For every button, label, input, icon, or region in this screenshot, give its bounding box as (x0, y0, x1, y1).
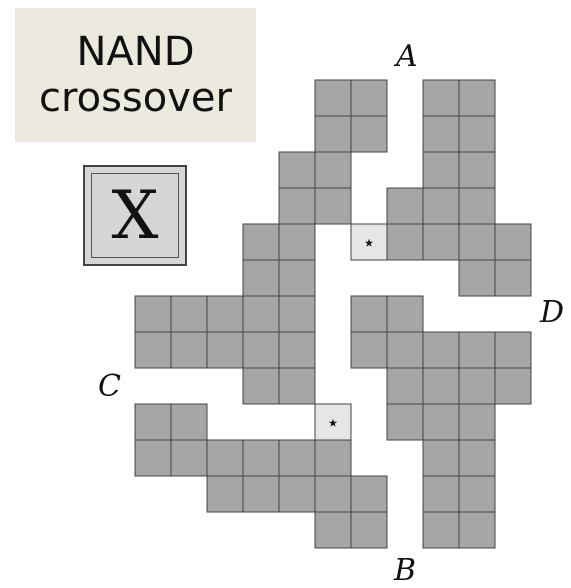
grid-cell (278, 223, 316, 261)
grid-cell (458, 115, 496, 153)
crossover-tile-icon: X (83, 165, 187, 266)
grid-cell (422, 475, 460, 513)
grid-cell (278, 259, 316, 297)
grid-cell (278, 367, 316, 405)
grid-cell (278, 439, 316, 477)
grid-cell (278, 331, 316, 369)
grid-cell (170, 295, 208, 333)
grid-cell (458, 439, 496, 477)
grid-cell (494, 331, 532, 369)
grid-cell (386, 403, 424, 441)
grid-cell (422, 79, 460, 117)
grid-cell (350, 79, 388, 117)
grid-cell (422, 367, 460, 405)
grid-cells: ⋆⋆ (134, 79, 532, 549)
grid-cell (314, 439, 352, 477)
grid-cell (314, 115, 352, 153)
grid-cell (278, 151, 316, 189)
grid-cell (314, 187, 352, 225)
grid-cell (242, 331, 280, 369)
grid-cell (422, 115, 460, 153)
grid-cell (278, 295, 316, 333)
grid-cell (458, 187, 496, 225)
grid-cell (206, 475, 244, 513)
grid-cell (386, 187, 424, 225)
grid-cell (278, 187, 316, 225)
grid-cell (422, 439, 460, 477)
grid-cell (422, 187, 460, 225)
star-cell (350, 223, 388, 261)
grid-cell (458, 259, 496, 297)
port-label-b: B (394, 553, 417, 588)
grid-cell (386, 331, 424, 369)
grid-cell (422, 511, 460, 549)
grid-cell (314, 475, 352, 513)
grid-cell (422, 331, 460, 369)
grid-cell (350, 115, 388, 153)
grid-cell (458, 331, 496, 369)
grid-cell (350, 295, 388, 333)
grid-cell (458, 475, 496, 513)
grid-cell (134, 403, 172, 441)
grid-cell (422, 151, 460, 189)
title-line-1: NAND (76, 29, 195, 75)
grid-cell (170, 439, 208, 477)
port-label-c: C (98, 369, 121, 404)
title-box: NAND crossover (15, 8, 256, 142)
grid-cell (278, 475, 316, 513)
grid-cell (422, 223, 460, 261)
grid-cell (206, 331, 244, 369)
grid-cell (134, 331, 172, 369)
grid-cell (314, 511, 352, 549)
grid-cell (242, 475, 280, 513)
grid-cell (422, 403, 460, 441)
grid-cell (134, 295, 172, 333)
grid-cell (494, 223, 532, 261)
title-line-2: crossover (39, 75, 232, 121)
grid-cell (170, 331, 208, 369)
grid-cell (170, 403, 208, 441)
grid-cell (242, 295, 280, 333)
grid-cell (494, 367, 532, 405)
grid-cell (242, 223, 280, 261)
grid-cell (458, 511, 496, 549)
grid-cell (314, 151, 352, 189)
grid-cell (458, 151, 496, 189)
grid-cell (134, 439, 172, 477)
grid-cell (386, 367, 424, 405)
grid-cell (242, 439, 280, 477)
grid-cell (458, 223, 496, 261)
port-label-a: A (396, 39, 418, 74)
grid-cell (314, 79, 352, 117)
grid-cell (242, 367, 280, 405)
grid-cell (458, 403, 496, 441)
star-icon: ⋆ (326, 411, 340, 436)
tile-symbol: X (91, 173, 179, 258)
grid-cell (206, 295, 244, 333)
port-label-d: D (540, 295, 565, 330)
grid-cell (350, 475, 388, 513)
grid-cell (206, 439, 244, 477)
grid-cell (386, 223, 424, 261)
grid-cell (350, 331, 388, 369)
grid-cell (350, 511, 388, 549)
grid-cell (458, 367, 496, 405)
star-icon: ⋆ (362, 231, 376, 256)
grid-cell (494, 259, 532, 297)
grid-cell (242, 259, 280, 297)
grid-cell (386, 295, 424, 333)
grid-cell (458, 79, 496, 117)
